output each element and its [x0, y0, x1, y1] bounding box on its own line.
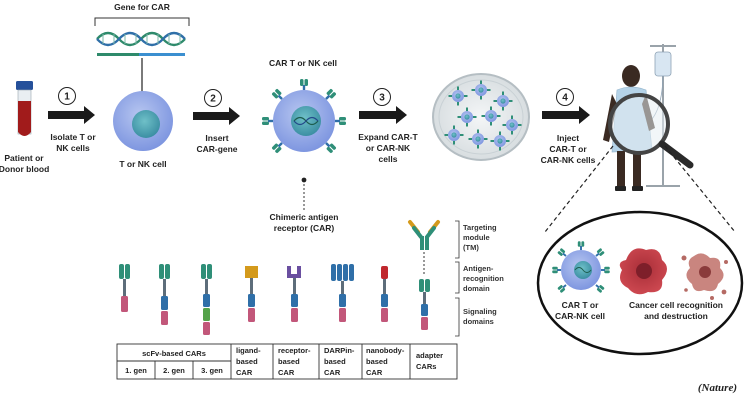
sig-label-line2: domains: [463, 317, 494, 326]
source-label-line1: Patient or: [4, 153, 44, 163]
chimeric-label-line2: receptor (CAR): [274, 223, 335, 233]
inset-zoom: CAR T or CAR-NK cell Cancer cell recogni…: [536, 210, 744, 356]
tm-label-line1: Targeting: [463, 223, 497, 232]
step-2-label-line2: CAR-gene: [196, 144, 237, 154]
step-4-label-line2: CAR-T or: [549, 144, 587, 154]
gene-label: Gene for CAR: [114, 2, 170, 12]
car-2gen-icon: [159, 264, 170, 325]
car-type-table: scFv-based CARs 1. gen 2. gen 3. gen lig…: [116, 343, 458, 380]
step-2-badge: [204, 89, 222, 107]
table-adapter-line2: CARs: [416, 362, 436, 371]
table-darpin-line3: CAR: [324, 368, 341, 377]
table-scfv-header: scFv-based CARs: [142, 349, 206, 358]
cell-label: T or NK cell: [119, 159, 166, 169]
car-ligand-icon: [245, 266, 258, 322]
inset-car-cell-label-line1: CAR T or: [562, 300, 600, 310]
table-nanobody-line1: nanobody-: [366, 346, 405, 355]
inset-car-cell-label-line2: CAR-NK cell: [555, 311, 605, 321]
t-cell-icon: [113, 91, 173, 151]
table-gen-1: 1. gen: [125, 366, 147, 375]
inset-cancer-label-line1: Cancer cell recognition: [629, 300, 723, 310]
car-cell-icon: [262, 79, 346, 154]
chimeric-label-line1: Chimeric antigen: [270, 212, 339, 222]
car-darpin-icon: [331, 264, 354, 322]
table-nanobody-line3: CAR: [366, 368, 383, 377]
table-darpin-line1: DARPin-: [324, 346, 355, 355]
step-4-badge: [556, 88, 574, 106]
tm-label-line3: (TM): [463, 243, 479, 252]
destroyed-cell-icon: [681, 253, 728, 300]
table-darpin-line2: based: [324, 357, 346, 366]
table-adapter-line1: adapter: [416, 351, 443, 360]
car-1gen-icon: [119, 264, 130, 312]
step-1-number: 1: [64, 92, 70, 103]
car-adapter-icon: [408, 220, 440, 330]
magnifier-icon: [608, 93, 694, 169]
table-ligand-line2: based: [236, 357, 258, 366]
step-2-number: 2: [210, 94, 216, 105]
car-variants: [119, 220, 440, 335]
table-ligand-line1: ligand-: [236, 346, 261, 355]
sig-label-line1: Signaling: [463, 307, 497, 316]
car-nanobody-icon: [381, 266, 388, 322]
table-nanobody-line2: based: [366, 357, 388, 366]
table-ligand-line3: CAR: [236, 368, 253, 377]
step-3-label-line3: cells: [379, 154, 398, 164]
step-2-label-line1: Insert: [205, 133, 228, 143]
source-label-line2: Donor blood: [0, 164, 49, 174]
car-receptor-icon: [287, 266, 301, 322]
cancer-cell-icon: [619, 248, 667, 295]
tm-label-line2: module: [463, 233, 490, 242]
step-4-arrow-icon: [542, 106, 590, 124]
car-cell-label: CAR T or NK cell: [269, 58, 337, 68]
step-1-arrow-icon: [48, 106, 95, 124]
step-3-arrow-icon: [359, 106, 407, 124]
step-3-badge: [373, 88, 391, 106]
inset-cancer-label-line2: and destruction: [644, 311, 708, 321]
inset-car-cell-icon: [552, 241, 610, 294]
table-receptor-line2: based: [278, 357, 300, 366]
table-receptor-line3: CAR: [278, 368, 295, 377]
step-1-label-line1: Isolate T or: [50, 132, 96, 142]
step-2-arrow-icon: [193, 107, 240, 125]
ard-label-line3: domain: [463, 284, 490, 293]
step-4-label-line1: Inject: [557, 133, 579, 143]
ard-label-line2: recognition: [463, 274, 504, 283]
step-4-number: 4: [562, 93, 568, 104]
step-3-number: 3: [379, 93, 385, 104]
ard-label-line1: Antigen-: [463, 264, 494, 273]
blood-tube-icon: [16, 81, 33, 136]
table-gen-3: 3. gen: [201, 366, 223, 375]
step-4-label-line3: CAR-NK cells: [541, 155, 596, 165]
step-3-label-line2: or CAR-NK: [366, 143, 411, 153]
credit-label: (Nature): [698, 382, 737, 394]
petri-dish-icon: [432, 73, 530, 161]
step-1-label-line2: NK cells: [56, 143, 90, 153]
table-receptor-line1: receptor-: [278, 346, 311, 355]
table-gen-2: 2. gen: [163, 366, 185, 375]
car-3gen-icon: [201, 264, 212, 335]
dna-icon: [96, 31, 186, 56]
step-3-label-line1: Expand CAR-T: [358, 132, 418, 142]
step-1-badge: [58, 87, 76, 105]
